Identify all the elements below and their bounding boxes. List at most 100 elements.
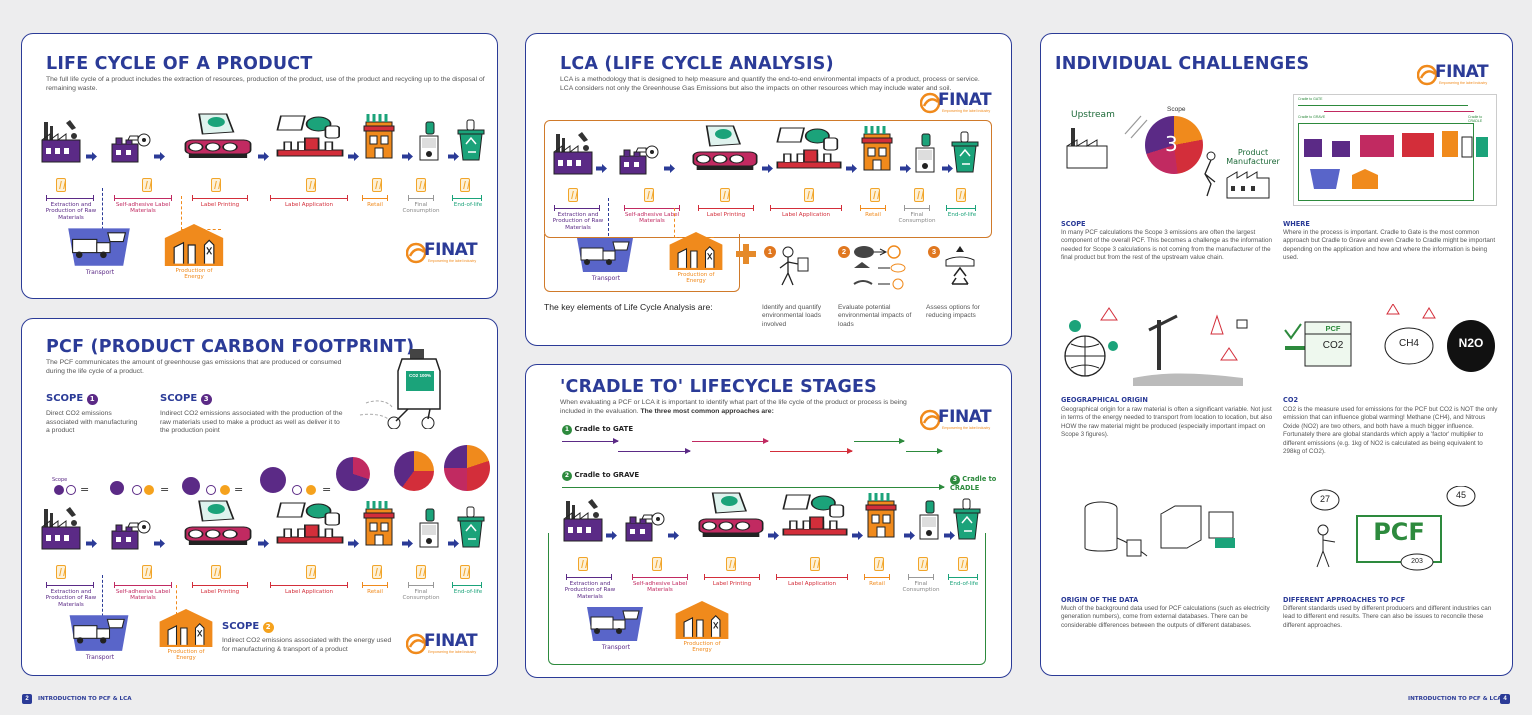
scope3-number-badge: 3 bbox=[200, 394, 212, 405]
lifecycle-chain: Extraction and Production of Raw Materia… bbox=[562, 491, 992, 661]
arrow-icon bbox=[154, 152, 165, 161]
scope-label: Scope bbox=[1167, 106, 1186, 113]
stage-label: Retail bbox=[367, 589, 383, 595]
scope1-circle bbox=[292, 485, 302, 495]
scope3-circle bbox=[54, 485, 64, 495]
energy-symbol bbox=[568, 188, 578, 202]
stage-label: Label Printing bbox=[200, 589, 240, 595]
stage-label: Label Printing bbox=[712, 581, 752, 587]
arrow-icon bbox=[668, 531, 679, 540]
label-application-icon bbox=[274, 112, 346, 160]
stage-label: End-of-life bbox=[453, 589, 483, 595]
energy-symbol bbox=[372, 565, 382, 579]
energy-symbol bbox=[372, 178, 382, 192]
scope1-circle bbox=[66, 485, 76, 495]
energy-symbol bbox=[726, 557, 736, 571]
number-203: 203 bbox=[1411, 558, 1423, 565]
finat-logo: FINAT Empowering the label industry bbox=[920, 90, 998, 116]
scope-caption: Scope bbox=[52, 477, 68, 483]
lifecycle-chain: Extraction and Production of Raw Materia… bbox=[36, 108, 491, 288]
equals-sign: = bbox=[234, 483, 244, 496]
gate-track bbox=[692, 438, 769, 444]
energy-symbol bbox=[460, 565, 470, 579]
gate-track bbox=[618, 448, 691, 454]
logo-text: FINAT bbox=[424, 631, 478, 651]
stage-label: Final Consumption bbox=[898, 212, 936, 225]
badge-3: 3 bbox=[950, 475, 960, 485]
energy-symbol bbox=[56, 178, 66, 192]
scope-text: In many PCF calculations the Scope 3 emi… bbox=[1061, 229, 1272, 262]
pcf-box-label: PCF bbox=[1325, 324, 1341, 333]
gate-track bbox=[854, 438, 905, 444]
printing-press-icon bbox=[182, 112, 254, 160]
transport-label: Transport bbox=[85, 654, 115, 661]
cradle-to-grave-label: 2 Cradle to GRAVE bbox=[562, 471, 639, 481]
stage-label: Self-adhesive Label Materials bbox=[115, 202, 171, 215]
energy-symbol bbox=[652, 557, 662, 571]
energy-symbol bbox=[870, 188, 880, 202]
logo-tagline: Empowering the label industry bbox=[1439, 81, 1488, 85]
energy-label: Production of Energy bbox=[175, 268, 213, 281]
scope1-circle bbox=[206, 485, 216, 495]
energy-symbol bbox=[460, 178, 470, 192]
panel-lca: LCA (LIFE CYCLE ANALYSIS) LCA is a metho… bbox=[525, 33, 1012, 346]
stage-label: End-of-life bbox=[949, 581, 979, 587]
equals-sign: = bbox=[80, 483, 90, 496]
transport-truck-icon bbox=[66, 611, 132, 653]
stage-label: Retail bbox=[865, 212, 881, 218]
cradle-loop bbox=[548, 533, 986, 665]
panel-cradle: 'CRADLE TO' LIFECYCLE STAGES When evalua… bbox=[525, 364, 1012, 678]
recycle-bin-icon bbox=[450, 503, 492, 551]
printing-press-icon bbox=[690, 124, 760, 172]
jug-label: CO2 100% bbox=[408, 373, 431, 378]
grave-label: Cradle to GRAVE bbox=[574, 471, 640, 479]
co2-heading: CO2 bbox=[1283, 396, 1299, 404]
energy-symbol bbox=[720, 188, 730, 202]
manufacturer-factory-icon bbox=[1226, 171, 1270, 199]
element-number-badge: 2 bbox=[838, 246, 850, 258]
transport-truck-icon bbox=[66, 224, 132, 268]
stage-label: Self-adhesive Label Materials bbox=[624, 212, 680, 225]
printing-press-icon bbox=[696, 491, 766, 539]
n2o-cloud-label: N2O bbox=[1458, 336, 1484, 350]
consumption-icon bbox=[904, 128, 946, 176]
panel-title: INDIVIDUAL CHALLENGES bbox=[1055, 54, 1310, 74]
power-plant-icon bbox=[158, 609, 214, 647]
scope3-circle bbox=[182, 477, 200, 495]
scope2-circle bbox=[144, 485, 154, 495]
logo-tagline: Empowering the label industry bbox=[428, 650, 477, 654]
stage-label: Extraction and Production of Raw Materia… bbox=[552, 212, 604, 231]
scope-pie bbox=[1145, 116, 1203, 174]
energy-symbol bbox=[211, 178, 221, 192]
transport-label: Transport bbox=[85, 269, 115, 276]
consumption-icon bbox=[408, 116, 450, 164]
element-text: Identify and quantify environmental load… bbox=[762, 304, 822, 328]
cradle-to-cradle-label: 3 Cradle to CRADLE bbox=[950, 475, 1002, 493]
arrow-icon bbox=[664, 164, 675, 173]
gate-label: Cradle to GATE bbox=[574, 425, 634, 433]
recycle-hand-icon bbox=[945, 246, 975, 285]
stage-label: Final Consumption bbox=[402, 589, 440, 602]
energy-symbol bbox=[874, 557, 884, 571]
scope-pie-number: 3 bbox=[1165, 132, 1178, 156]
scope2-text: Indirect CO2 emissions associated with t… bbox=[222, 637, 392, 653]
diff-text: Different standards used by different pr… bbox=[1283, 605, 1492, 629]
stage-label: Label Printing bbox=[200, 202, 240, 208]
scope2-circle bbox=[220, 485, 230, 495]
retail-store-icon bbox=[860, 491, 902, 539]
mini-truck-icon bbox=[1310, 169, 1340, 189]
footer-title-left: INTRODUCTION TO PCF & LCA bbox=[38, 696, 132, 702]
scope1-word: SCOPE bbox=[46, 393, 84, 404]
energy-symbol bbox=[416, 565, 426, 579]
diff-heading: DIFFERENT APPROACHES TO PCF bbox=[1283, 596, 1406, 604]
scope1-circle bbox=[132, 485, 142, 495]
rolls-icon bbox=[624, 497, 666, 545]
finat-logo-icon bbox=[406, 633, 426, 655]
lca-frame bbox=[544, 120, 992, 238]
lca-frame-drop bbox=[544, 234, 740, 292]
scope-heading: SCOPE bbox=[1061, 220, 1086, 228]
element-number-badge: 3 bbox=[928, 246, 940, 258]
factory-icon bbox=[40, 116, 82, 164]
stage-label: Extraction and Production of Raw Materia… bbox=[564, 581, 616, 600]
scope3-text: Indirect CO2 emissions associated with t… bbox=[160, 410, 343, 435]
